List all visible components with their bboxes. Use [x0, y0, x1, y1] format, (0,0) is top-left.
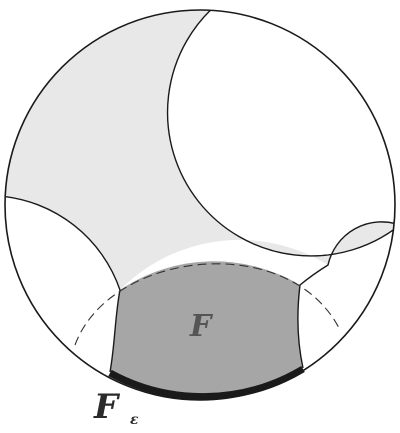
dashed-arc	[74, 263, 341, 346]
disk-outline	[4, 9, 396, 401]
geodesic-bottom-left	[5, 195, 121, 373]
label-region-f: F	[189, 309, 214, 344]
region-f	[110, 261, 303, 396]
geodesic-bottom-right	[297, 221, 395, 369]
geodesic-top-right	[166, 10, 395, 257]
boundary-arc-f-epsilon	[108, 365, 305, 401]
label-f-epsilon-subscript: ε	[130, 412, 139, 428]
label-f-epsilon: F ε	[93, 387, 139, 428]
label-f-epsilon-main: F	[93, 387, 121, 427]
